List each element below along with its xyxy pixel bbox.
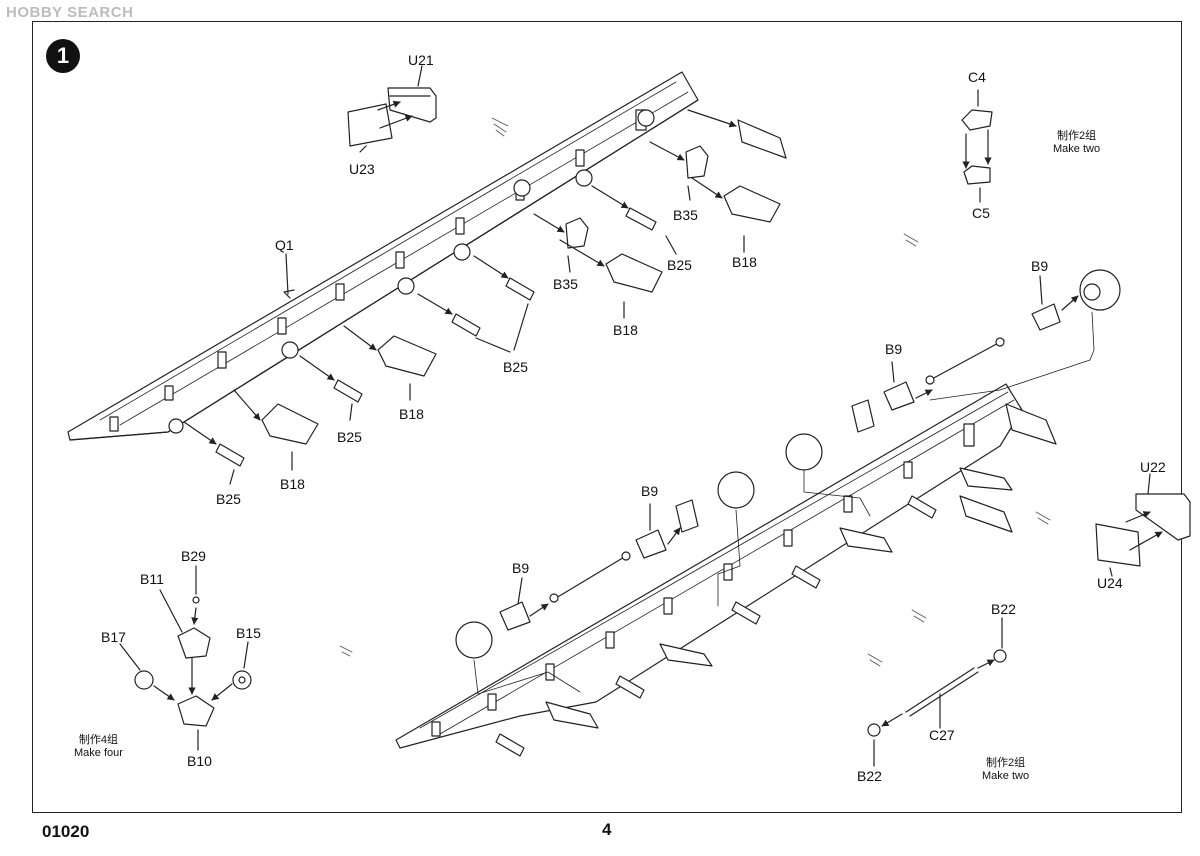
label-u21: U21 (408, 52, 434, 68)
part-box-upper-right (737, 119, 787, 159)
hatch-marks (339, 117, 1051, 667)
part-b35 (533, 141, 709, 273)
label-b25-upper: B25 (667, 257, 692, 273)
diagram-frame (32, 21, 1182, 813)
part-c4-c5 (961, 89, 993, 203)
note-en: Make four (74, 747, 123, 759)
label-b29: B29 (181, 548, 206, 564)
label-b18-right: B18 (732, 254, 757, 270)
part-b10-assembly (119, 565, 252, 751)
step-number-badge: 1 (46, 39, 80, 73)
note-cn: 制作2组 (1056, 130, 1097, 142)
note-en: Make two (1053, 143, 1101, 155)
label-b25-left: B25 (337, 429, 362, 445)
label-c5: C5 (972, 205, 990, 221)
label-c4: C4 (968, 69, 986, 85)
frame-rail-q1 (67, 71, 699, 441)
part-u22-u24 (1095, 473, 1191, 577)
label-b9-lower-mid: B9 (641, 483, 659, 499)
label-b15: B15 (236, 625, 261, 641)
note-make-two-bottom: 制作2组 Make two (982, 757, 1029, 783)
note-cn: 制作2组 (985, 757, 1026, 769)
label-q1: Q1 (275, 237, 294, 253)
label-b22-bottom: B22 (857, 768, 882, 784)
part-u21-u23 (347, 65, 437, 153)
label-b10: B10 (187, 753, 212, 769)
label-b35-upper: B35 (673, 207, 698, 223)
label-b9-top: B9 (1031, 258, 1049, 274)
part-c27-axle (867, 617, 1007, 767)
label-u24: U24 (1097, 575, 1123, 591)
part-b18 (233, 177, 781, 471)
label-b18-mid-right: B18 (613, 322, 638, 338)
note-make-two-top: 制作2组 Make two (1053, 130, 1100, 156)
part-b25 (183, 185, 677, 485)
label-c27: C27 (929, 727, 955, 743)
label-b18-mid-left: B18 (399, 406, 424, 422)
label-b9-upper-mid: B9 (885, 341, 903, 357)
watermark-logo: HOBBY SEARCH (6, 4, 134, 21)
product-code: 01020 (42, 822, 90, 841)
label-b35-lower: B35 (553, 276, 578, 292)
label-b22-top: B22 (991, 601, 1016, 617)
label-u23: U23 (349, 161, 375, 177)
label-b25-far-left: B25 (216, 491, 241, 507)
label-u22: U22 (1140, 459, 1166, 475)
label-b9-bottom: B9 (512, 560, 530, 576)
note-make-four: 制作4组 Make four (74, 734, 123, 760)
label-b11: B11 (140, 571, 164, 587)
note-en: Make two (982, 770, 1030, 782)
label-b25-mid: B25 (503, 359, 528, 375)
note-cn: 制作4组 (78, 734, 119, 746)
part-b9-hubs (455, 269, 1121, 695)
label-b17: B17 (101, 629, 126, 645)
label-b18-left: B18 (280, 476, 305, 492)
page-number: 4 (602, 820, 612, 839)
frame-rail-lower (395, 383, 1057, 757)
